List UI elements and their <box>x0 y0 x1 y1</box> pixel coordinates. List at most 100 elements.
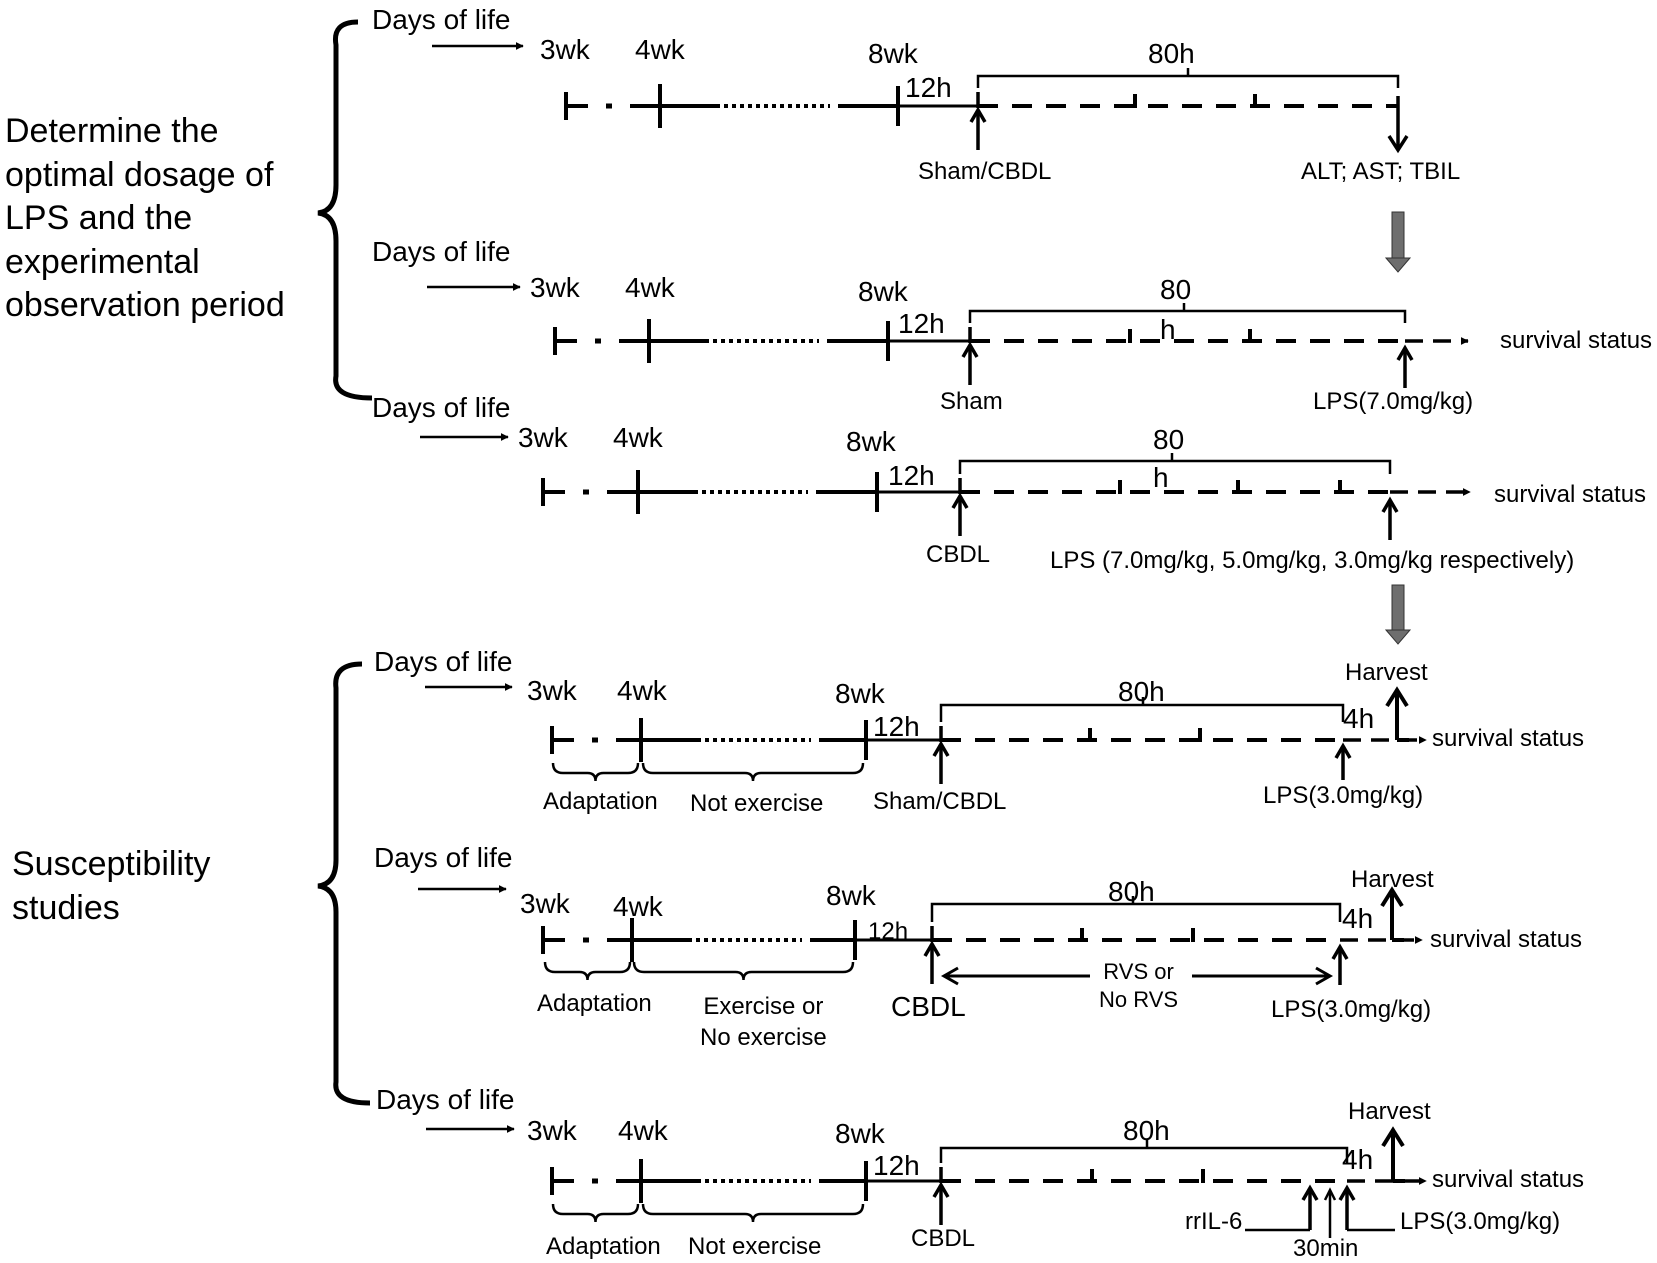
row6-exercise-brace <box>641 1203 865 1223</box>
row6-4wk: 4wk <box>618 1115 668 1146</box>
row4-bracket-80h <box>939 703 1345 722</box>
row6-harvest-arrow-head <box>1381 1126 1405 1148</box>
row3-bracket-80h <box>958 459 1392 474</box>
row4-survival-status: survival status <box>1432 725 1585 752</box>
row3-4wk: 4wk <box>613 422 663 453</box>
row6-bracket-80h <box>939 1146 1349 1163</box>
row5-4h: 4h <box>1342 903 1374 934</box>
row4-4wk: 4wk <box>617 675 667 706</box>
row2-sham: Sham <box>940 388 1003 415</box>
row5-80h: 80h <box>1108 876 1155 907</box>
row4-lps: LPS(3.0mg/kg) <box>1263 782 1424 809</box>
row4-lps-arrow-head <box>1334 742 1352 759</box>
row6-surgery-arrow-head <box>932 1181 950 1198</box>
flow-arrow-1-head <box>1384 257 1412 273</box>
row4-4h: 4h <box>1343 703 1375 734</box>
row2-survival-status: survival status <box>1500 327 1653 354</box>
row1-surgery-arrow-head <box>969 106 987 123</box>
row1-days-of-life: Days of life <box>372 4 511 35</box>
row6-4h: 4h <box>1342 1144 1374 1175</box>
row6-not-exercise: Not exercise <box>688 1233 822 1260</box>
row6-rril6: rrIL-6 <box>1185 1208 1243 1235</box>
row6-lps: LPS(3.0mg/kg) <box>1400 1208 1561 1235</box>
row2-days-of-life: Days of life <box>372 236 511 267</box>
row1-sham-cbdl: Sham/CBDL <box>918 158 1052 185</box>
row5-surgery-arrow-head <box>923 940 941 957</box>
row3-survival-status: survival status <box>1494 481 1647 508</box>
row2-lps: LPS(7.0mg/kg) <box>1313 388 1474 415</box>
row3-lps-arrow-head <box>1381 496 1399 513</box>
row5-adaptation: Adaptation <box>537 990 652 1017</box>
row4-sham-cbdl: Sham/CBDL <box>873 788 1007 815</box>
row3-days-of-life: Days of life <box>372 392 511 423</box>
row6-harvest: Harvest <box>1348 1098 1431 1125</box>
row5-harvest-arrow-head <box>1380 886 1404 908</box>
row1-12h: 12h <box>905 72 952 103</box>
brace-dosage <box>317 19 373 401</box>
row4-days-of-life: Days of life <box>374 646 513 677</box>
row4-8wk: 8wk <box>835 678 885 709</box>
row3-12h: 12h <box>888 460 935 491</box>
row2-4wk: 4wk <box>625 272 675 303</box>
row3-cbdl: CBDL <box>926 541 991 568</box>
row6-days-of-life: Days of life <box>376 1084 515 1115</box>
group-label-dosage: Determine the optimal dosage of LPS and … <box>5 112 285 325</box>
row6-lps-arrow-head <box>1338 1184 1356 1201</box>
row5-lps: LPS(3.0mg/kg) <box>1271 996 1432 1023</box>
flow-arrow-1-body <box>1391 211 1405 261</box>
row1-endpoint-arrow-head <box>1387 135 1409 154</box>
row6-12h: 12h <box>873 1150 920 1181</box>
row5-exercise-brace <box>632 961 855 981</box>
flow-arrow-2-head <box>1384 629 1412 645</box>
row5-rvs: RVS or No RVS <box>1099 959 1179 1013</box>
row2-8wk: 8wk <box>858 276 908 307</box>
row4-harvest-arrow-head <box>1385 686 1409 708</box>
row6-3wk: 3wk <box>527 1115 577 1146</box>
row5-rvs-head-left <box>940 966 959 986</box>
row5-3wk: 3wk <box>520 888 570 919</box>
row5-exercise: Exercise or No exercise <box>700 993 827 1051</box>
row5-8wk: 8wk <box>826 880 876 911</box>
group-label-susceptibility: Susceptibility studies <box>12 845 211 927</box>
flow-arrow-2-body <box>1391 584 1405 633</box>
row4-3wk: 3wk <box>527 675 577 706</box>
row3-8wk: 8wk <box>846 426 896 457</box>
row5-bracket-80h <box>930 902 1342 922</box>
row2-12h: 12h <box>898 308 945 339</box>
row4-not-exercise: Not exercise <box>690 790 824 817</box>
row6-adaptation: Adaptation <box>546 1233 661 1260</box>
row2-3wk: 3wk <box>530 272 580 303</box>
row2-80: 80 <box>1160 274 1192 305</box>
row3-80: 80 <box>1153 424 1185 455</box>
row2-h: h <box>1160 314 1176 345</box>
row6-80h: 80h <box>1123 1115 1170 1146</box>
row5-survival-status: survival status <box>1430 926 1583 953</box>
row5-days-of-life: Days of life <box>374 842 513 873</box>
row1-4wk: 4wk <box>635 34 685 65</box>
row3-lps-doses: LPS (7.0mg/kg, 5.0mg/kg, 3.0mg/kg respec… <box>1050 547 1575 574</box>
row6-survival-status: survival status <box>1432 1166 1585 1193</box>
row3-3wk: 3wk <box>518 422 568 453</box>
row3-surgery-arrow-head <box>951 492 969 509</box>
row5-12h: 12h <box>868 918 909 945</box>
row6-8wk: 8wk <box>835 1118 885 1149</box>
row1-80h: 80h <box>1148 38 1195 69</box>
row4-adaptation: Adaptation <box>543 788 658 815</box>
row5-rvs-head-right <box>1315 966 1334 986</box>
row6-30min-head <box>1323 1187 1337 1201</box>
row1-bracket-80h <box>976 74 1400 88</box>
row4-surgery-arrow-head <box>932 740 950 757</box>
row6-adaptation-brace <box>551 1203 640 1223</box>
row4-adaptation-brace <box>551 762 640 782</box>
row5-lps-arrow-head <box>1331 943 1349 960</box>
row6-rril6-arrow-head <box>1301 1184 1319 1201</box>
row5-adaptation-brace <box>543 961 632 981</box>
row2-lps-arrow-head <box>1396 344 1414 361</box>
row4-80h: 80h <box>1118 676 1165 707</box>
row1-3wk: 3wk <box>540 34 590 65</box>
row5-cbdl: CBDL <box>891 991 966 1022</box>
row5-4wk: 4wk <box>613 891 663 922</box>
row4-harvest: Harvest <box>1345 659 1428 686</box>
row6-cbdl: CBDL <box>911 1225 976 1252</box>
row2-bracket-80h <box>968 309 1407 323</box>
